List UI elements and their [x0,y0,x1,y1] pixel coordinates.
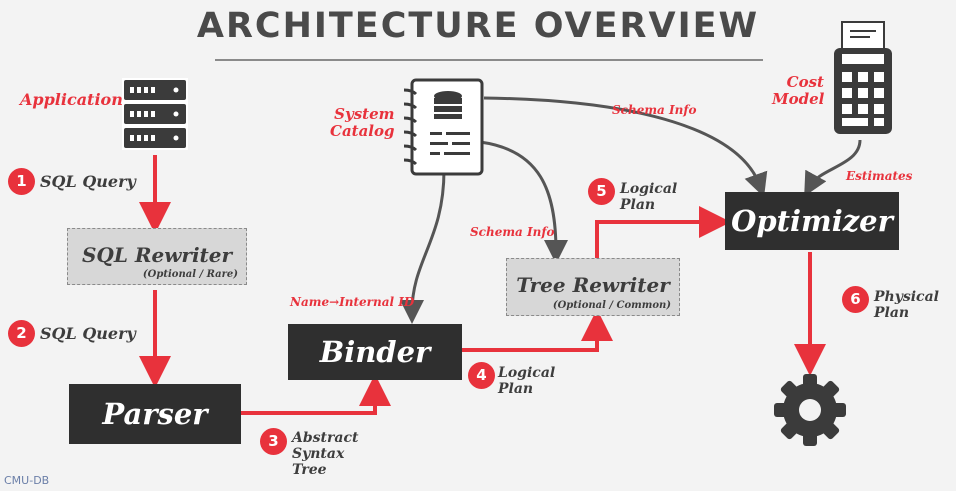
step-6-line2: Plan [874,305,910,321]
step-3-line3: Tree [292,462,327,478]
step-6-line1: Physical [874,289,939,305]
arrow-binder-to-tree-rewriter [462,309,613,352]
step-6-label: Physical Plan [874,289,939,321]
step-2-text: SQL Query [40,324,136,343]
server-icon [122,78,188,150]
footer-logo: CMU-DB [4,474,50,487]
gear-icon [774,374,846,446]
sql-rewriter-subtitle: (Optional / Rare) [142,269,238,280]
tree-rewriter-title: Tree Rewriter [516,273,670,297]
step-4-line1: Logical [498,365,556,381]
binder-box: Binder [288,324,462,380]
step-badge-5: 5 [588,178,615,205]
schema-info-top-label: Schema Info [612,103,697,117]
system-catalog-line2: Catalog [330,122,395,140]
arrow-tree-rewriter-to-optimizer [595,206,731,258]
title-underline [215,59,763,61]
arrow-catalog-to-optimizer [483,96,768,198]
arrow-cost-model-to-optimizer [804,139,862,197]
step-badge-2: 2 [8,320,35,347]
name-internal-id-label: Name→Internal ID [290,295,415,309]
sql-rewriter-box: SQL Rewriter (Optional / Rare) [67,228,247,285]
calculator-icon [834,21,892,134]
cost-model-line2: Model [772,90,825,108]
tree-rewriter-subtitle: (Optional / Common) [552,300,671,311]
catalog-notebook-icon [403,78,484,176]
arrow-catalog-to-tree-rewriter [479,140,568,264]
tree-rewriter-box: Tree Rewriter (Optional / Common) [506,258,680,316]
step-badge-6: 6 [842,286,869,313]
step-4-line2: Plan [498,381,534,397]
system-catalog-label: System Catalog [330,106,395,140]
application-label: Application [20,90,123,109]
step-5-line1: Logical [620,181,678,197]
step-badge-3: 3 [260,428,287,455]
step-1-text: SQL Query [40,172,136,191]
page-title: ARCHITECTURE OVERVIEW [196,6,760,46]
cost-model-line1: Cost [786,73,824,91]
step-4-label: Logical Plan [498,365,555,397]
step-badge-4: 4 [468,362,495,389]
step-5-label: Logical Plan [620,181,677,213]
system-catalog-line1: System [334,105,395,123]
step-3-label: Abstract Syntax Tree [292,430,358,478]
step-5-line2: Plan [620,197,656,213]
optimizer-box: Optimizer [725,192,899,250]
schema-info-mid-label: Schema Info [470,225,555,239]
step-3-line2: Syntax [292,446,345,462]
step-badge-1: 1 [8,168,35,195]
cost-model-label: Cost Model [772,74,824,108]
arrow-catalog-to-binder [400,169,446,324]
step-2-label: SQL Query [40,324,136,343]
sql-rewriter-title: SQL Rewriter [81,243,233,267]
step-3-line1: Abstract [292,430,359,446]
estimates-label: Estimates [846,169,913,183]
parser-box: Parser [69,384,241,444]
arrow-parser-to-binder [240,374,391,415]
step-1-label: SQL Query [40,172,136,191]
